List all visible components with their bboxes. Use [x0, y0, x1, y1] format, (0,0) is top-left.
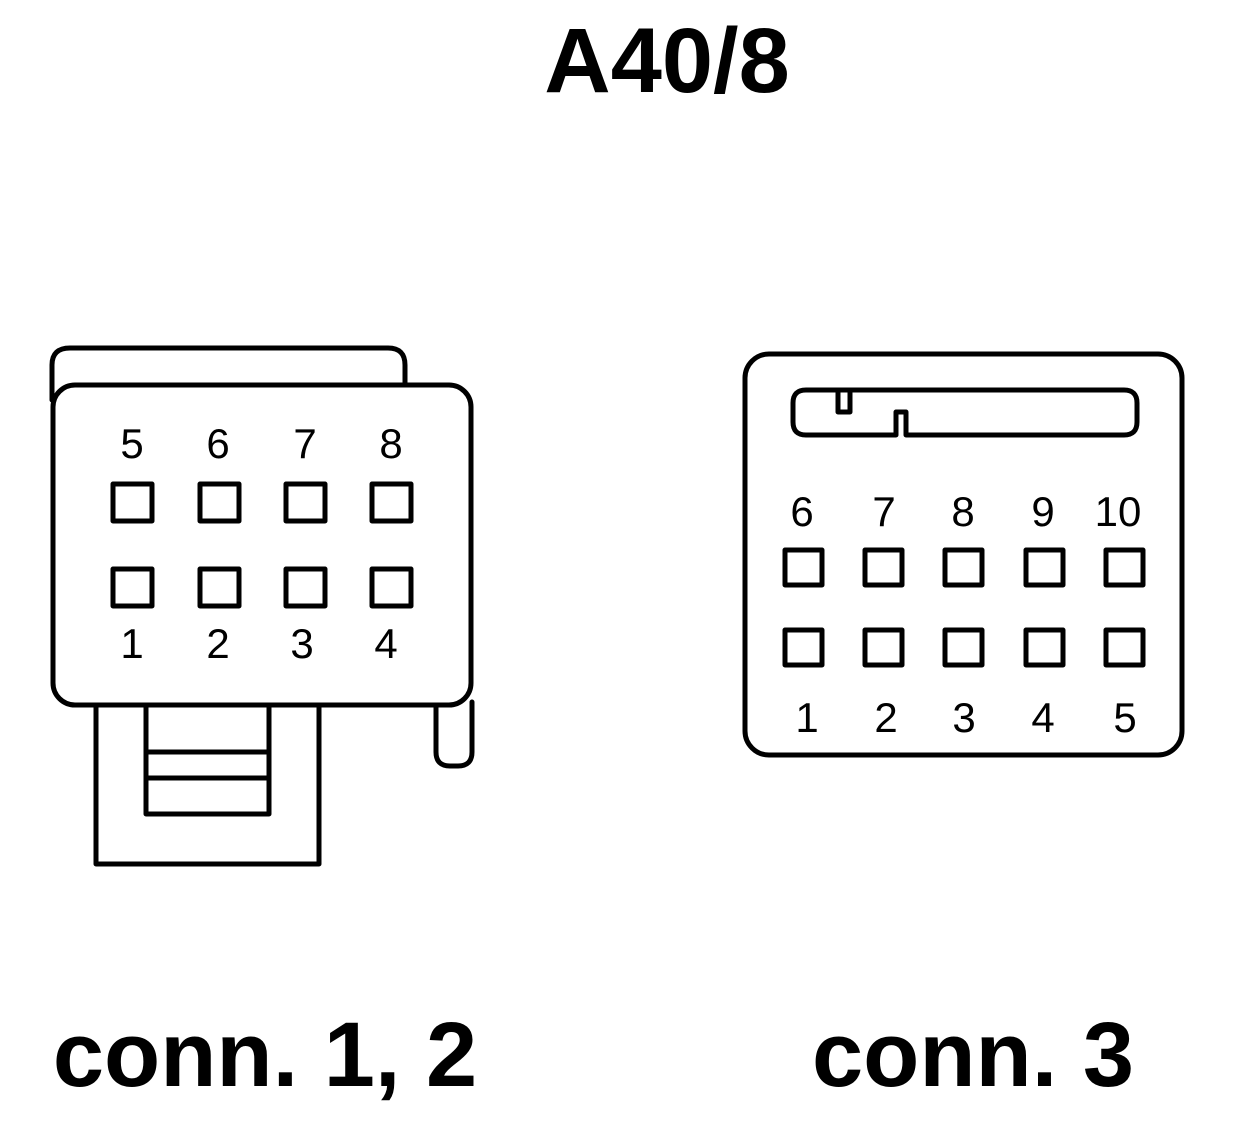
connector-1-2-pin-label: 4	[374, 620, 397, 667]
diagram-title: A40/8	[544, 10, 790, 112]
connector-1-2-latch-inner	[143, 699, 272, 817]
connector-3-pin-4	[1023, 627, 1066, 668]
connector-3-caption: conn. 3	[812, 1004, 1134, 1106]
connector-3-pin-9	[1023, 547, 1066, 588]
connector-1-2-pin-label: 8	[379, 420, 402, 467]
connector-3-pin-5	[1103, 627, 1146, 668]
connector-3-pin-10	[1103, 547, 1146, 588]
connector-1-2-pin-8	[369, 481, 414, 524]
connector-3-pin-label: 3	[952, 694, 975, 741]
connector-3-pin-label: 10	[1095, 488, 1142, 535]
connector-3-pin-label: 7	[872, 488, 895, 535]
connector-3-pin-1	[782, 627, 825, 668]
connector-3-pin-label: 1	[795, 694, 818, 741]
connector-3-keying-slot	[790, 387, 1140, 438]
connector-1-2-body	[50, 382, 474, 708]
connector-3-pin-2	[862, 627, 905, 668]
connector-3-body	[742, 351, 1185, 758]
connector-1-2-pin-2	[197, 566, 242, 609]
connector-1-2-pin-label: 3	[290, 620, 313, 667]
connector-3-pin-label: 5	[1113, 694, 1136, 741]
connector-1-2-pin-6	[197, 481, 242, 524]
connector-1-2-pin-1	[110, 566, 155, 609]
connector-3-pin-label: 8	[951, 488, 974, 535]
connector-3-pin-6	[782, 547, 825, 588]
connector-3: 6 7 8 9 10 1 2 3 4 5	[742, 351, 1185, 758]
connector-1-2-pin-label: 6	[206, 420, 229, 467]
connector-3-pin-label: 4	[1031, 694, 1054, 741]
connector-3-pin-label: 9	[1031, 488, 1054, 535]
connector-1-2-pin-label: 1	[120, 620, 143, 667]
connector-1-2-pin-label: 5	[120, 420, 143, 467]
connector-1-2-pin-label: 7	[293, 420, 316, 467]
connector-1-2-side-tab	[433, 699, 475, 769]
connector-3-pin-3	[942, 627, 985, 668]
connector-3-pin-label: 6	[790, 488, 813, 535]
connector-1-2: 5 6 7 8 1 2 3 4	[49, 345, 475, 867]
connector-1-2-pin-4	[369, 566, 414, 609]
connector-1-2-back-housing	[49, 345, 408, 403]
connector-3-pin-label: 2	[874, 694, 897, 741]
connector-1-2-latch-outer	[93, 699, 322, 867]
connector-1-2-pin-7	[283, 481, 328, 524]
connector-1-2-pin-label: 2	[206, 620, 229, 667]
connector-1-2-pin-5	[110, 481, 155, 524]
connector-3-pin-7	[862, 547, 905, 588]
connector-1-2-pin-3	[283, 566, 328, 609]
connector-3-pin-8	[942, 547, 985, 588]
connector-1-2-caption: conn. 1, 2	[53, 1004, 477, 1106]
